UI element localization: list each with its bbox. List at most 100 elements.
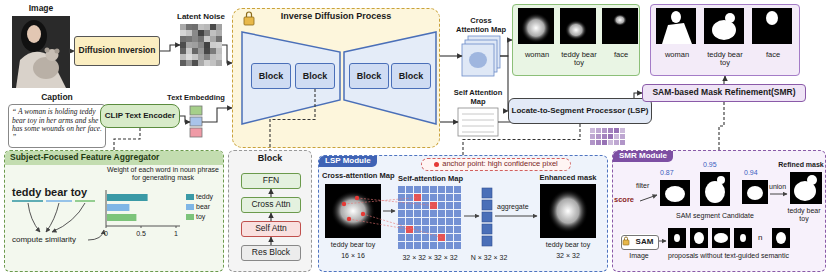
legend-text: toy [196,213,205,221]
attention-column [482,200,492,210]
attention-cell [430,242,437,249]
weight-bar [107,214,136,221]
heatmap-blob [613,14,627,26]
proposal-mask [772,228,790,248]
flow-arrow [640,195,657,201]
noise-cell [180,42,186,48]
attention-cell [422,210,429,217]
process-box: SAM-based Mask Refinement(SMR) [642,84,806,102]
axis-tick: 0.5 [133,230,149,238]
attention-blob [469,52,487,68]
attention-cell [446,186,453,193]
input-image: Image [12,16,70,88]
noise-cell [180,60,186,66]
connector [500,56,508,111]
legend-row: toy [186,213,205,221]
panel-title: Subject-Focused Feature Aggregator [5,151,223,165]
noise-cell [186,54,192,60]
noise-cell [186,48,192,54]
text-embedding: Text Embedding [190,104,202,140]
token-grid [596,128,601,133]
mask-shape [766,11,778,25]
noise-cell [216,42,222,48]
panel-fill [228,150,312,272]
noise-cell [192,42,198,48]
legend-text: teddy [196,193,213,201]
attention-column [482,212,492,222]
flow-arrow [659,241,666,242]
mask-shape [705,181,725,203]
figure-caption: teddy bear toy [784,207,824,223]
mask-shape [662,23,692,44]
node-heading: Cross Attention Map [455,17,507,34]
token-grid [590,140,595,145]
noise-cell [204,42,210,48]
noise-cell [180,24,186,30]
attention-cell [406,194,413,201]
photo-teddy-ear [55,49,60,54]
attention-sheet [462,44,494,76]
mask-shape [740,234,746,242]
attention-cell [430,218,437,225]
attention-cell [438,226,445,233]
attention-cell [398,186,405,193]
attention-cell [446,234,453,241]
noise-cell [204,24,210,30]
figure-title: Refined mask [778,161,824,169]
unet-block: Block [251,63,291,89]
heatmap [560,8,596,44]
token-grid [590,128,595,133]
map-label: face [750,51,796,59]
attention-cell [438,210,445,217]
legend-swatch [186,214,194,220]
noise-cell [216,24,222,30]
phrase-text: teddy bear toy [12,186,87,199]
panel-title: Inverse Diffusion Process [233,11,439,21]
attention-cell [398,210,405,217]
noise-cell [198,24,204,30]
mask-shape [717,176,725,184]
noise-cell [216,36,222,42]
connector [222,45,232,63]
token-grid [608,128,613,133]
attention-cell [422,186,429,193]
mask-image [656,8,696,44]
dimension: 32 × 32 [540,252,596,260]
heatmap [540,184,596,238]
panel-title: LSP Module [319,156,377,167]
attention-cell [446,226,453,233]
attention-cell [438,202,445,209]
noise-cell [198,60,204,66]
box-label: Self Attn [255,224,287,234]
anchor-point [361,212,365,216]
attention-cell [438,186,445,193]
token-grid [590,134,595,139]
proposal-mask [712,228,730,248]
token-grid [602,128,607,133]
noise-cell [180,48,186,54]
figure-title: Enhanced mask [534,174,602,183]
photo-hair [21,20,47,52]
node-heading: Self Attention Map [452,89,504,106]
heatmap-blob [548,189,588,233]
token-grid [614,140,619,145]
embedding-vector [190,128,202,137]
attention-column [482,224,492,234]
connector [270,189,271,197]
connector [440,55,462,56]
token-grid [620,134,625,139]
mask-shape [712,20,736,40]
attention-cell [446,242,453,249]
mask-image [704,8,744,44]
panel-fill [318,155,608,272]
unet-block: Block [349,63,389,89]
mask-image [790,172,822,204]
panel-title: SMR Module [613,151,673,162]
box-label: Locate-to-Segment Processor (LSP) [512,107,649,116]
box-label: Res Block [252,248,290,258]
anchor-pill: anchor point: high confidence pixel [421,158,571,171]
figure-caption: teddy bear toy [325,241,381,249]
noise-cell [192,30,198,36]
noise-cell [192,24,198,30]
